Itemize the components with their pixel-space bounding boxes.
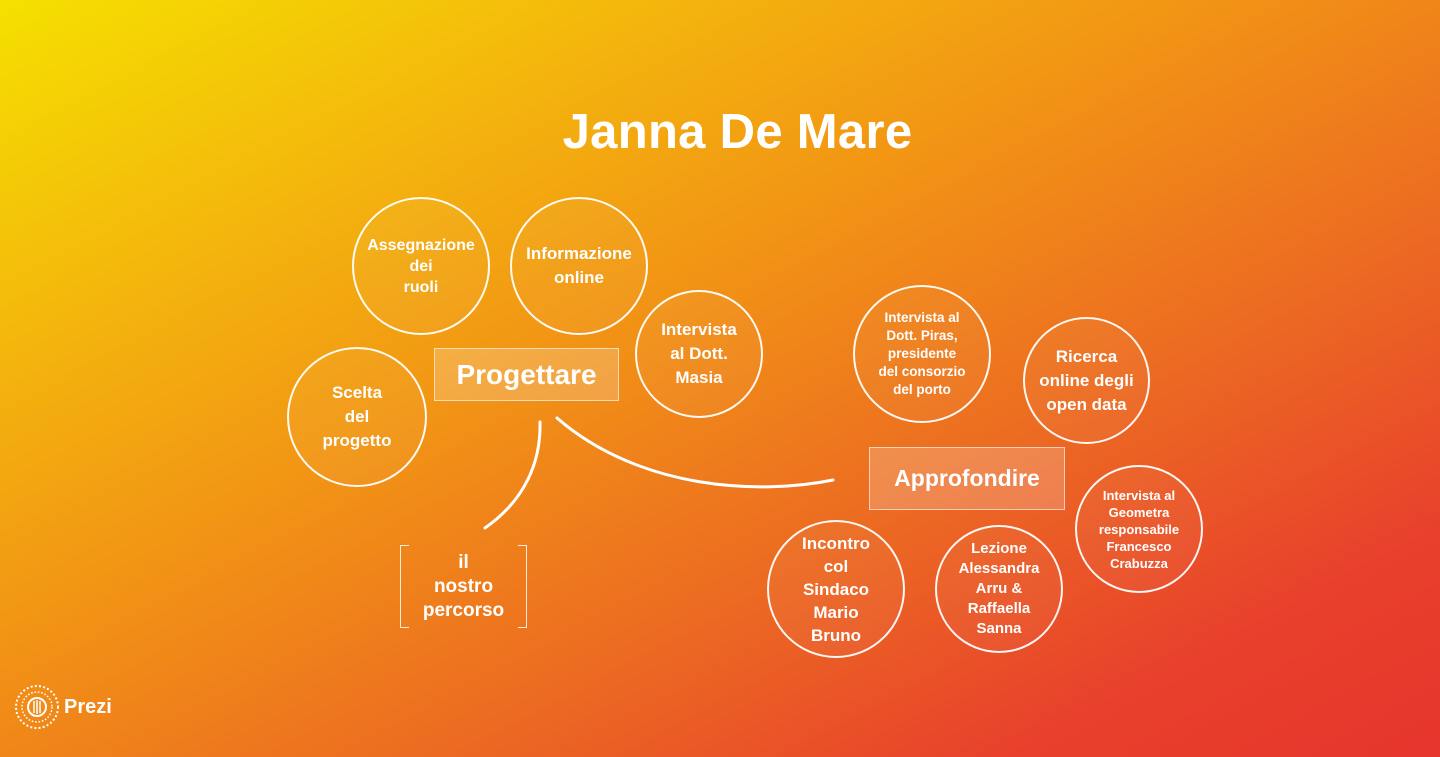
bracket-left xyxy=(400,545,409,628)
circle-label: Scelta del progetto xyxy=(322,383,392,450)
circle-assegnazione-ruoli[interactable]: Assegnazione dei ruoli xyxy=(352,197,490,335)
circle-lezione-arru-sanna[interactable]: Lezione Alessandra Arru & Raffaella Sann… xyxy=(935,525,1063,653)
prezi-logo[interactable]: Prezi xyxy=(14,684,112,730)
prezi-logo-icon xyxy=(15,685,59,729)
circle-label: Incontro col Sindaco Mario Bruno xyxy=(802,533,870,645)
connector-progettare-approfondire xyxy=(555,416,835,489)
circle-intervista-geometra[interactable]: Intervista al Geometra responsabile Fran… xyxy=(1075,465,1203,593)
connector-progettare-percorso xyxy=(483,420,542,530)
circle-informazione-online[interactable]: Informazione online xyxy=(510,197,648,335)
bracket-right xyxy=(518,545,527,628)
circle-intervista-masia[interactable]: Intervista al Dott. Masia xyxy=(635,290,763,418)
circle-ricerca-open-data[interactable]: Ricerca online degli open data xyxy=(1023,317,1150,444)
circle-label: Intervista al Dott. Masia xyxy=(661,320,737,387)
circle-label: Intervista al Geometra responsabile Fran… xyxy=(1098,487,1180,571)
presentation-title: Janna De Mare xyxy=(562,105,913,159)
node-label: il nostro percorso xyxy=(422,551,505,621)
node-label: Approfondire xyxy=(894,465,1040,491)
circle-label: Ricerca online degli open data xyxy=(1039,346,1134,414)
circle-incontro-sindaco[interactable]: Incontro col Sindaco Mario Bruno xyxy=(767,520,905,658)
circle-label: Intervista al Dott. Piras, presidente de… xyxy=(878,310,966,397)
circle-label: Assegnazione dei ruoli xyxy=(367,236,475,296)
circle-label: Informazione online xyxy=(526,244,632,287)
node-progettare[interactable]: Progettare xyxy=(434,348,619,401)
node-il-nostro-percorso[interactable]: il nostro percorso xyxy=(400,545,527,628)
node-label: Progettare xyxy=(456,358,597,390)
prezi-logo-text: Prezi xyxy=(64,695,112,718)
circle-scelta-progetto[interactable]: Scelta del progetto xyxy=(287,347,427,487)
circle-label: Lezione Alessandra Arru & Raffaella Sann… xyxy=(958,540,1040,637)
node-approfondire[interactable]: Approfondire xyxy=(869,447,1065,510)
circle-intervista-piras[interactable]: Intervista al Dott. Piras, presidente de… xyxy=(853,285,991,423)
